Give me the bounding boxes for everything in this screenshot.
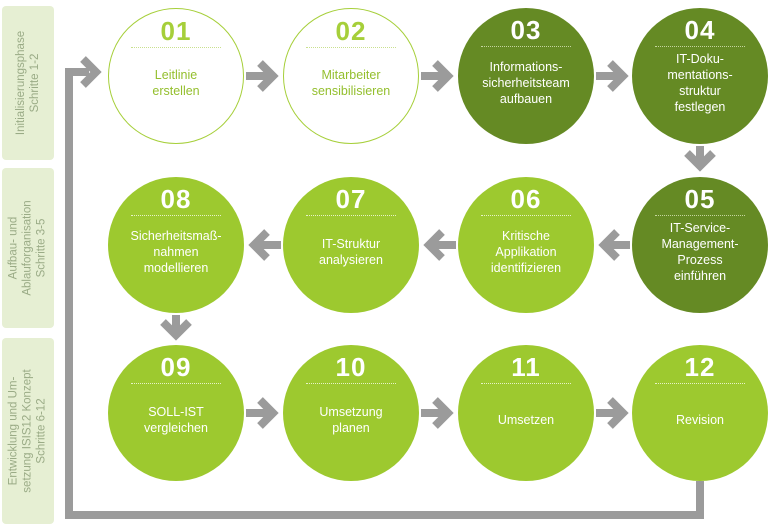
step-number: 04	[684, 15, 716, 45]
step-label: Umsetzung planen	[319, 404, 383, 435]
step-divider	[131, 47, 221, 48]
arrow-01-02-head	[257, 60, 279, 92]
step-number: 02	[335, 16, 367, 46]
step-divider	[655, 215, 745, 216]
step-number: 10	[335, 352, 367, 382]
step-label: Mitarbeiter sensibilisieren	[311, 67, 391, 98]
step-label: IT-Service- Management- Prozess einführe…	[661, 220, 739, 283]
phase-aufbau: Aufbau- und Ablauforganisation Schritte …	[2, 168, 54, 328]
step-number: 11	[511, 352, 541, 382]
step-number: 07	[335, 184, 367, 214]
step-divider	[131, 383, 221, 384]
step-number: 09	[160, 352, 192, 382]
step-label: Leitlinie erstellen	[152, 67, 200, 98]
step-divider	[655, 383, 745, 384]
arrow-10-11-head	[432, 397, 454, 429]
arrow-04-05-head	[684, 150, 716, 172]
phase-entwicklung: Entwicklung und Um- setzung ISIS12 Konze…	[2, 338, 54, 524]
step-number: 12	[684, 352, 716, 382]
arrow-return-head	[80, 56, 102, 88]
arrow-02-03-head	[432, 60, 454, 92]
step-divider	[306, 47, 396, 48]
arrow-11-12-head	[607, 397, 629, 429]
step-label: Revision	[676, 412, 724, 427]
step-label: Sicherheitsmaß- nahmen modellieren	[130, 228, 222, 275]
step-label: Informations- sicherheitsteam aufbauen	[482, 59, 570, 106]
step-divider	[481, 383, 571, 384]
step-number: 01	[160, 16, 192, 46]
step-label: IT-Doku- mentations- struktur festlegen	[667, 51, 733, 114]
step-divider	[655, 46, 745, 47]
step-divider	[481, 46, 571, 47]
step-label: SOLL-IST vergleichen	[144, 404, 208, 435]
step-divider	[131, 215, 221, 216]
step-label: Kritische Applikation identifizieren	[490, 228, 562, 275]
step-divider	[306, 215, 396, 216]
arrow-06-07-head	[423, 229, 445, 261]
step-divider	[306, 383, 396, 384]
step-number: 03	[510, 15, 542, 45]
step-number: 06	[510, 184, 542, 214]
arrow-09-10-head	[257, 397, 279, 429]
arrow-07-08-head	[248, 229, 270, 261]
step-number: 08	[160, 184, 192, 214]
arrow-05-06-head	[598, 229, 620, 261]
step-number: 05	[684, 184, 716, 214]
step-label: Umsetzen	[497, 412, 555, 427]
step-divider	[481, 215, 571, 216]
arrow-08-09-head	[160, 319, 192, 341]
arrow-return-loop	[65, 68, 704, 519]
phase-initialisierung: Initialisierungsphase Schritte 1-2	[2, 6, 54, 160]
step-label: IT-Struktur analysieren	[319, 236, 383, 267]
arrow-03-04-head	[607, 60, 629, 92]
